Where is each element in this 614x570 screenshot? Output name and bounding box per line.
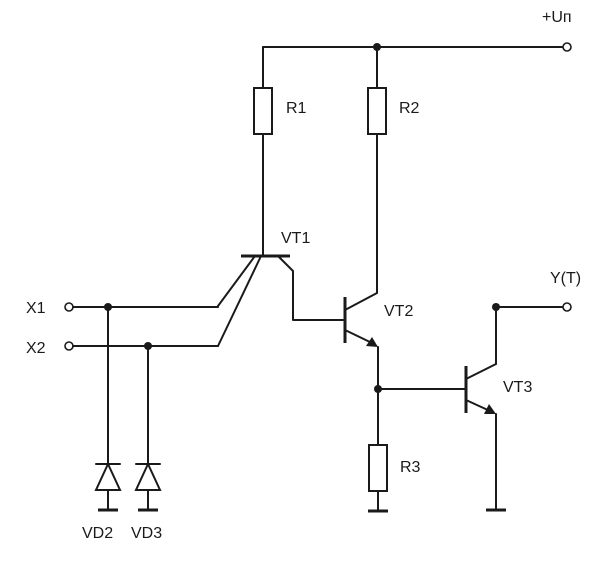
transistor-vt2-label: VT2 (384, 303, 413, 320)
resistor-r1 (253, 87, 273, 256)
supply-label: +Uп (542, 9, 572, 26)
resistor-r1-label: R1 (286, 100, 307, 117)
resistor-r3-label: R3 (400, 459, 421, 476)
transistor-vt1-label: VT1 (281, 230, 310, 247)
input-x1-terminal (64, 302, 74, 312)
output-label: Y(T) (550, 270, 581, 287)
input-x1 (64, 302, 219, 312)
junction-dot (373, 43, 381, 51)
vt2-emitter-arrow (366, 337, 378, 347)
input-x2 (64, 341, 219, 351)
resistor-r3 (368, 444, 388, 513)
supply-terminal (562, 42, 572, 52)
diode-vd3 (134, 345, 162, 512)
diode-vd3-label: VD3 (131, 525, 162, 542)
output-terminal (562, 302, 572, 312)
transistor-vt2 (343, 292, 382, 446)
resistor-r2 (367, 87, 387, 294)
vt3-emitter-arrow (484, 404, 496, 414)
input-x2-terminal (64, 341, 74, 351)
transistor-vt1 (217, 254, 344, 347)
junction-dot (492, 303, 500, 311)
resistor-r2-label: R2 (399, 100, 420, 117)
diode-vd2 (94, 306, 122, 512)
diode-vd2-label: VD2 (82, 525, 113, 542)
input-x1-label: X1 (26, 300, 46, 317)
supply-rail (262, 42, 572, 89)
transistor-vt3-label: VT3 (503, 379, 532, 396)
input-x2-label: X2 (26, 340, 46, 357)
transistor-vt3 (377, 302, 572, 512)
